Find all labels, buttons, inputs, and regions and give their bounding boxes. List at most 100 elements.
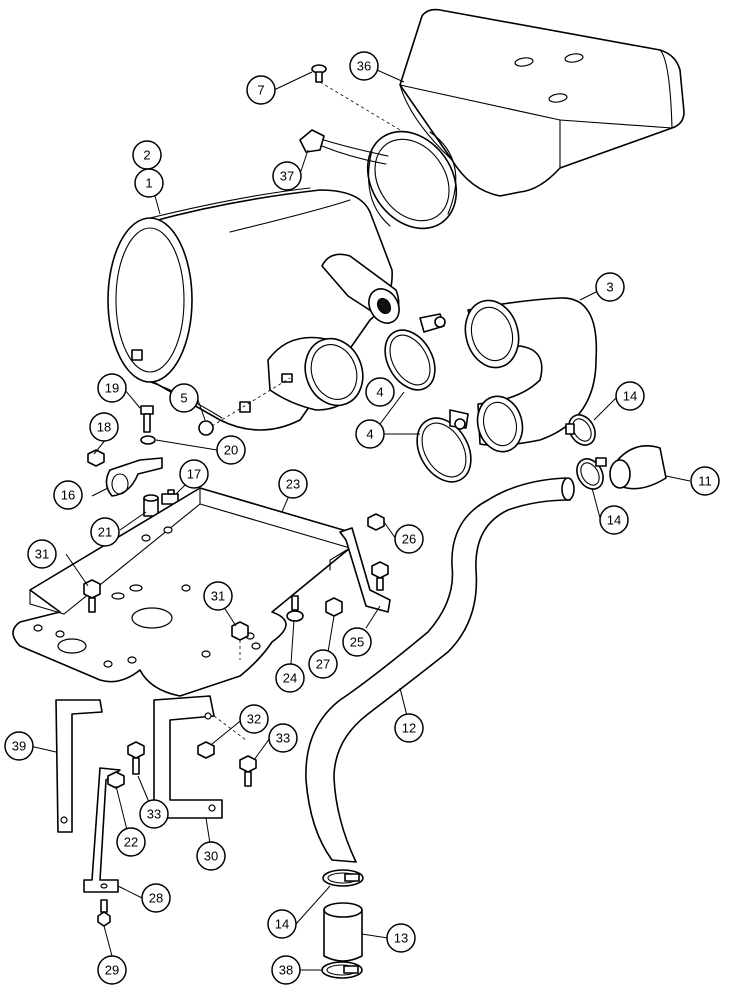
callout-label-33-left: 33 [147, 807, 161, 822]
callout-label-22: 22 [124, 835, 138, 850]
nut-32 [197, 741, 215, 759]
bolt-31-left [83, 579, 101, 613]
callout-29: 29 [97, 955, 127, 985]
callout-14-bottom: 14 [267, 909, 297, 939]
callout-17: 17 [179, 459, 209, 489]
intake-hose-12 [305, 477, 575, 863]
bolt-26-lower [371, 561, 389, 591]
callout-27: 27 [308, 649, 338, 679]
callout-5: 5 [169, 383, 199, 413]
callout-label-27: 27 [316, 657, 330, 672]
callout-39: 39 [4, 731, 34, 761]
callout-2: 2 [132, 140, 162, 170]
callout-label-31-right: 31 [211, 589, 225, 604]
callout-12: 12 [394, 713, 424, 743]
callout-label-14-lower: 14 [607, 513, 621, 528]
nut-22 [107, 771, 125, 789]
callout-3: 3 [595, 272, 625, 302]
sensor-37 [299, 129, 389, 165]
precleaner-hood [366, 8, 685, 230]
clamp-14-bottom [322, 869, 364, 887]
clamp-14-lower [576, 457, 607, 490]
callout-label-1: 1 [145, 176, 152, 191]
callout-label-26: 26 [402, 532, 416, 547]
callout-label-20: 20 [224, 443, 238, 458]
callout-label-25: 25 [350, 635, 364, 650]
washer-20 [140, 435, 156, 445]
callout-4-lower: 4 [355, 419, 385, 449]
callout-32: 32 [239, 704, 269, 734]
callout-label-31-left: 31 [35, 547, 49, 562]
callout-label-18: 18 [97, 420, 111, 435]
bolt-33-left [127, 741, 145, 775]
bolt-33-right [239, 755, 257, 787]
callout-label-39: 39 [12, 739, 26, 754]
reducer-adapter-11 [609, 445, 667, 490]
callout-label-5: 5 [180, 391, 187, 406]
bolt-24 [286, 595, 304, 622]
callout-30: 30 [196, 841, 226, 871]
callout-24: 24 [275, 663, 305, 693]
bracket-16 [105, 457, 163, 497]
callout-label-13: 13 [394, 931, 408, 946]
nut-5 [198, 377, 291, 436]
coupler-13 [323, 902, 363, 962]
mounting-plate-23 [12, 487, 351, 697]
callout-37: 37 [272, 161, 302, 191]
callout-label-4-lower: 4 [366, 427, 373, 442]
callout-label-32: 32 [247, 712, 261, 727]
callout-13: 13 [386, 923, 416, 953]
callout-label-7: 7 [257, 83, 264, 98]
callout-label-4-upper: 4 [376, 385, 383, 400]
callout-28: 28 [141, 883, 171, 913]
bolt-17 [161, 489, 179, 505]
hose-clamp-lower-4 [416, 409, 472, 483]
callout-33-left: 33 [139, 799, 169, 829]
clamp-14-upper [565, 414, 596, 446]
clamp-38 [321, 961, 363, 979]
callout-1: 1 [134, 168, 164, 198]
callout-11: 11 [690, 466, 720, 496]
callouts: 36 7 37 2 1 3 4 4 14 14 11 19 5 18 20 16… [4, 51, 720, 985]
bolt-19 [140, 405, 154, 433]
callout-14-upper: 14 [615, 381, 645, 411]
callout-label-14-bottom: 14 [275, 917, 289, 932]
callout-label-12: 12 [402, 721, 416, 736]
callout-36: 36 [349, 51, 379, 81]
callout-label-24: 24 [283, 671, 297, 686]
callout-label-16: 16 [61, 488, 75, 503]
callout-label-38: 38 [279, 963, 293, 978]
callout-22: 22 [116, 827, 146, 857]
callout-38: 38 [271, 955, 301, 985]
callout-label-3: 3 [606, 280, 613, 295]
nut-18 [87, 449, 105, 467]
callout-7: 7 [246, 75, 276, 105]
screw-7 [311, 64, 401, 131]
callout-label-2: 2 [143, 148, 150, 163]
callout-label-30: 30 [204, 849, 218, 864]
bolt-26-upper [367, 513, 385, 531]
callout-label-14-upper: 14 [623, 389, 637, 404]
callout-23: 23 [278, 469, 308, 499]
callout-label-28: 28 [149, 891, 163, 906]
callout-31-right: 31 [203, 581, 233, 611]
spacer-21 [143, 494, 159, 517]
callout-14-lower: 14 [599, 505, 629, 535]
bolt-29 [97, 899, 111, 927]
hose-clamp-upper-4 [384, 313, 446, 391]
bracket-39 [55, 699, 103, 833]
callout-label-11: 11 [698, 474, 712, 489]
callout-25: 25 [342, 627, 372, 657]
bolt-31-right [231, 621, 249, 660]
callout-20: 20 [216, 435, 246, 465]
callout-33-right: 33 [268, 723, 298, 753]
callout-label-19: 19 [105, 381, 119, 396]
support-bracket-25 [339, 527, 391, 613]
callout-label-21: 21 [98, 525, 112, 540]
callout-26: 26 [394, 524, 424, 554]
air-cleaner-canister [107, 187, 400, 431]
callout-18: 18 [89, 412, 119, 442]
nut-27 [325, 597, 343, 617]
callout-21: 21 [90, 517, 120, 547]
